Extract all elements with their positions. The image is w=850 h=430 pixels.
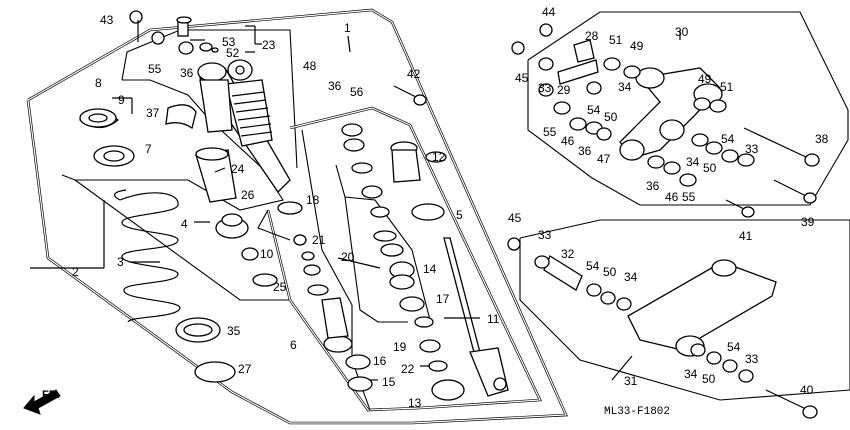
callout-10: 10 xyxy=(260,247,274,261)
callout-37: 37 xyxy=(146,106,160,120)
callout-24: 24 xyxy=(231,162,245,176)
callout-50: 50 xyxy=(703,161,717,175)
callout-34: 34 xyxy=(686,155,700,169)
bolts xyxy=(393,85,820,419)
callout-54: 54 xyxy=(586,259,600,273)
callout-28: 28 xyxy=(585,29,599,43)
callout-43: 43 xyxy=(100,13,114,27)
callout-36: 36 xyxy=(180,66,194,80)
callout-33: 33 xyxy=(745,352,759,366)
callout-42: 42 xyxy=(407,67,421,81)
callout-8: 8 xyxy=(95,76,102,90)
callout-55: 55 xyxy=(543,125,557,139)
callout-7: 7 xyxy=(145,142,152,156)
callout-51: 51 xyxy=(720,80,734,94)
callout-49: 49 xyxy=(630,39,644,53)
callout-44: 44 xyxy=(542,5,556,19)
callout-25: 25 xyxy=(273,280,287,294)
callout-33: 33 xyxy=(538,81,552,95)
callout-5: 5 xyxy=(456,208,463,222)
callout-31: 31 xyxy=(624,374,638,388)
callout-54: 54 xyxy=(721,132,735,146)
callout-41: 41 xyxy=(739,229,753,243)
callout-30: 30 xyxy=(675,25,689,39)
callout-32: 32 xyxy=(561,247,575,261)
callout-33: 33 xyxy=(745,142,759,156)
callout-27: 27 xyxy=(238,362,252,376)
callout-21: 21 xyxy=(312,233,326,247)
callout-45: 45 xyxy=(515,71,529,85)
callout-50: 50 xyxy=(603,265,617,279)
callout-50: 50 xyxy=(702,372,716,386)
callout-13: 13 xyxy=(408,396,422,410)
callout-17: 17 xyxy=(436,292,450,306)
callout-39: 39 xyxy=(801,215,815,229)
callout-36: 36 xyxy=(646,179,660,193)
callout-29: 29 xyxy=(557,83,571,97)
callout-36: 36 xyxy=(578,144,592,158)
callout-54: 54 xyxy=(727,340,741,354)
callout-3: 3 xyxy=(117,255,124,269)
callout-54: 54 xyxy=(587,103,601,117)
callout-33: 33 xyxy=(538,228,552,242)
spring-assembly xyxy=(78,104,303,383)
group-outlines xyxy=(26,8,850,425)
damper-rod xyxy=(443,237,509,397)
diagram-code: ML33-F1802 xyxy=(604,406,670,418)
callout-12: 12 xyxy=(432,150,446,164)
callout-50: 50 xyxy=(604,110,618,124)
callout-6: 6 xyxy=(290,338,297,352)
callout-55: 55 xyxy=(682,190,696,204)
callout-51: 51 xyxy=(609,33,623,47)
shock-arm xyxy=(507,23,755,251)
callout-2: 2 xyxy=(72,265,79,279)
callout-52: 52 xyxy=(226,46,240,60)
callout-18: 18 xyxy=(306,193,320,207)
callout-34: 34 xyxy=(684,367,698,381)
connecting-rod xyxy=(534,255,777,383)
callout-49: 49 xyxy=(698,72,712,86)
callout-numbers: 43 55 36 53 52 23 1 48 36 56 42 8 9 37 7… xyxy=(72,5,829,410)
callout-34: 34 xyxy=(618,80,632,94)
callout-48: 48 xyxy=(303,59,317,73)
callout-9: 9 xyxy=(118,93,125,107)
callout-38: 38 xyxy=(815,132,829,146)
damper-internals xyxy=(293,123,465,401)
callout-19: 19 xyxy=(393,340,407,354)
callout-22: 22 xyxy=(401,362,415,376)
callout-15: 15 xyxy=(382,375,396,389)
callout-46: 46 xyxy=(561,134,575,148)
callout-20: 20 xyxy=(341,250,355,264)
callout-23: 23 xyxy=(262,38,276,52)
callout-26: 26 xyxy=(241,188,255,202)
callout-56: 56 xyxy=(350,85,364,99)
valve-fittings xyxy=(129,10,219,55)
callout-16: 16 xyxy=(373,354,387,368)
callout-4: 4 xyxy=(181,217,188,231)
leader-lines xyxy=(30,20,681,381)
callout-55: 55 xyxy=(148,62,162,76)
callout-14: 14 xyxy=(423,262,437,276)
callout-47: 47 xyxy=(597,152,611,166)
callout-40: 40 xyxy=(800,383,814,397)
callout-35: 35 xyxy=(227,324,241,338)
callout-11: 11 xyxy=(487,312,500,326)
callout-34: 34 xyxy=(624,270,638,284)
callout-1: 1 xyxy=(344,21,351,35)
shock-body xyxy=(195,59,291,203)
callout-45: 45 xyxy=(508,211,522,225)
callout-36: 36 xyxy=(328,79,342,93)
callout-46: 46 xyxy=(665,190,679,204)
callout-53: 53 xyxy=(222,35,236,49)
front-direction-arrow xyxy=(23,389,61,415)
front-arrow-label: FR. xyxy=(42,389,60,401)
